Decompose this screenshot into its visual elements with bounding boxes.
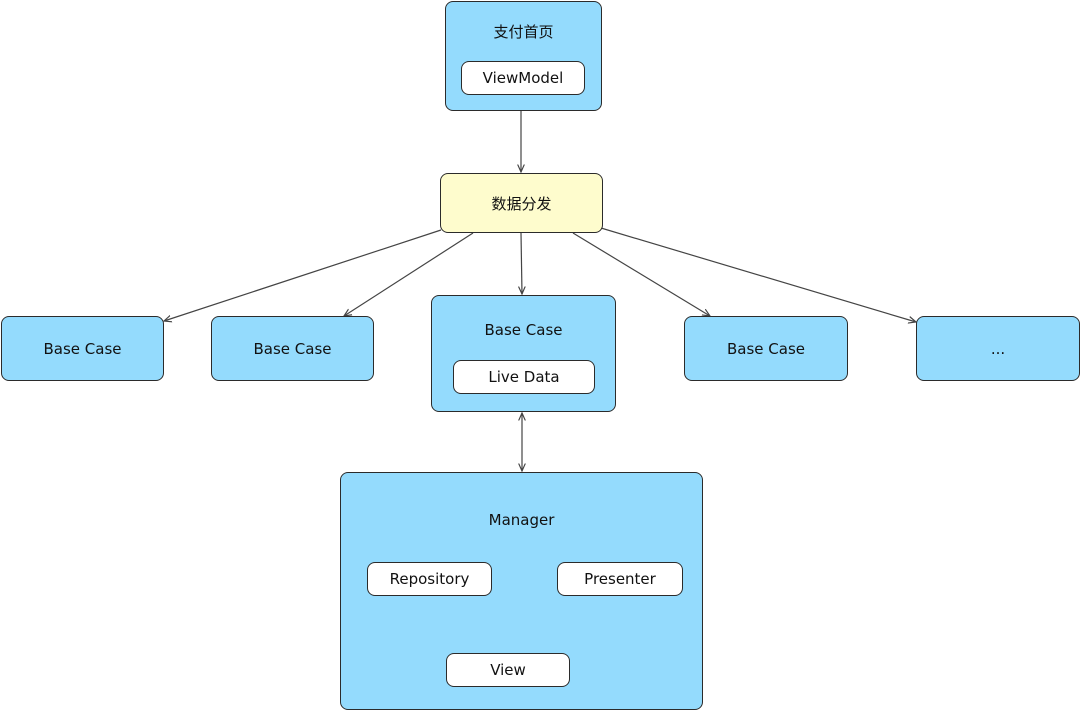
more-node: ... <box>916 316 1080 381</box>
base-case-node-center: Base Case Live Data <box>431 295 616 412</box>
manager-node: Manager Repository Presenter View <box>340 472 703 710</box>
edge-dispatch-to-base-case-center <box>521 232 522 294</box>
viewmodel-node: ViewModel <box>461 61 585 95</box>
base-case-node-2: Base Case <box>211 316 374 381</box>
payment-home-node: 支付首页 ViewModel <box>445 1 602 111</box>
edge-dispatch-to-more <box>600 227 916 322</box>
base-case-node-4: Base Case <box>684 316 848 381</box>
manager-title: Manager <box>488 511 555 529</box>
presenter-node: Presenter <box>557 562 683 596</box>
repository-node: Repository <box>367 562 492 596</box>
live-data-node: Live Data <box>453 360 595 394</box>
edge-dispatch-to-base-case-2 <box>344 232 474 316</box>
base-case-center-title: Base Case <box>484 321 563 339</box>
edge-dispatch-to-base-case-1 <box>164 229 442 321</box>
edge-dispatch-to-base-case-4 <box>572 232 710 316</box>
payment-home-title: 支付首页 <box>493 23 554 41</box>
data-dispatch-node: 数据分发 <box>440 173 603 233</box>
view-node: View <box>446 653 570 687</box>
base-case-node-1: Base Case <box>1 316 164 381</box>
